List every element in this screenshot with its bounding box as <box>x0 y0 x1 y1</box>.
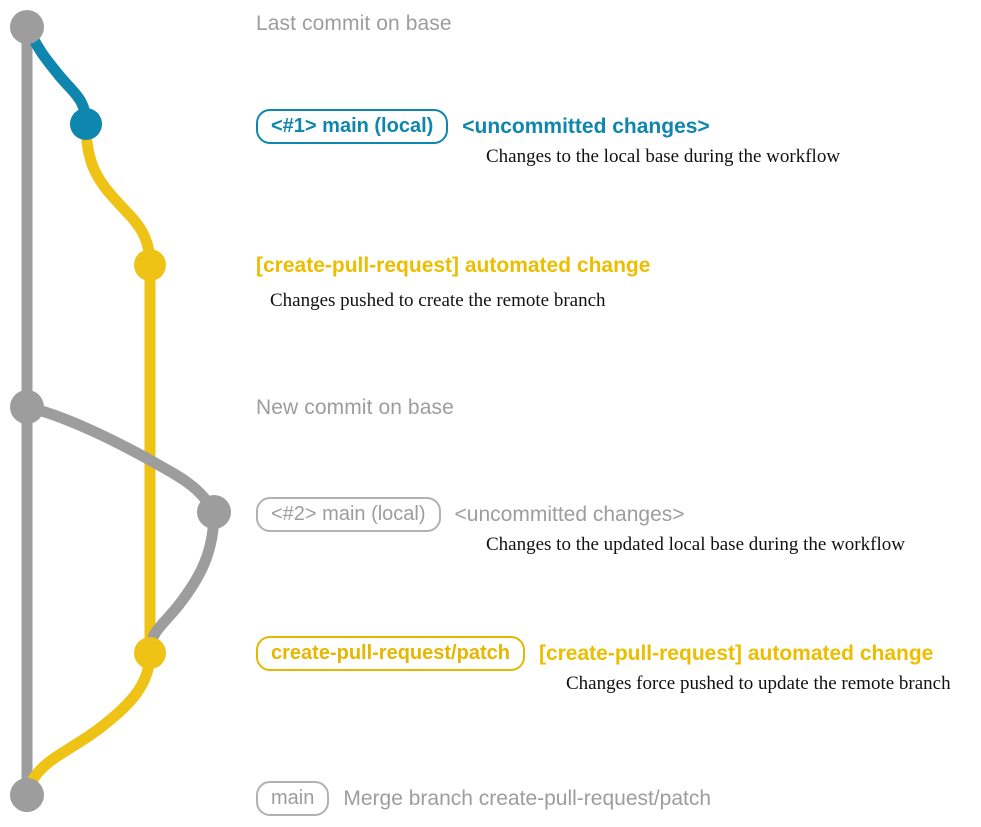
edge-remote-patch-to-merge <box>21 647 156 801</box>
node-local-1 <box>70 108 102 140</box>
edge-local2-to-remote-patch <box>144 506 220 659</box>
edge-base-to-local1 <box>21 21 92 130</box>
entry-local-2-description: Changes to the updated local base during… <box>486 534 905 555</box>
commit-nodes <box>10 10 231 812</box>
commit-subject: <uncommitted changes> <box>462 114 710 138</box>
entry-last-commit-on-base: Last commit on base <box>256 12 452 36</box>
commit-subject: Last commit on base <box>256 12 452 35</box>
entry-local-1: <#1> main (local) <uncommitted changes> <box>256 109 710 144</box>
commit-subject: New commit on base <box>256 396 454 419</box>
node-remote-patch <box>134 637 166 669</box>
node-local-2 <box>197 495 231 529</box>
edge-base-to-local2 <box>21 401 220 518</box>
node-remote-1 <box>134 249 166 281</box>
ref-badge-main[interactable]: main <box>256 781 330 816</box>
entry-new-commit-on-base: New commit on base <box>256 396 454 420</box>
node-base-new <box>10 390 44 424</box>
entry-remote-create-subject: [create-pull-request] automated change <box>256 254 651 277</box>
node-base-head <box>10 10 44 44</box>
entry-local-1-description: Changes to the local base during the wor… <box>486 146 841 167</box>
ref-badge-local-1[interactable]: <#1> main (local) <box>256 109 449 144</box>
commit-subject: Merge branch create-pull-request/patch <box>343 786 712 810</box>
node-merge <box>10 778 44 812</box>
commit-subject: [create-pull-request] automated change <box>538 641 934 665</box>
ref-badge-local-2[interactable]: <#2> main (local) <box>256 497 441 532</box>
entry-merge: main Merge branch create-pull-request/pa… <box>256 781 711 816</box>
ref-badge-create-pull-request-patch[interactable]: create-pull-request/patch <box>256 636 525 671</box>
edge-local1-to-remote1 <box>80 118 156 271</box>
entry-remote-create-description: Changes pushed to create the remote bran… <box>270 290 606 311</box>
entry-remote-patch-description: Changes force pushed to update the remot… <box>566 673 951 694</box>
entry-remote-patch: create-pull-request/patch [create-pull-r… <box>256 636 933 671</box>
entry-local-2: <#2> main (local) <uncommitted changes> <box>256 497 685 532</box>
commit-subject: <uncommitted changes> <box>454 502 685 526</box>
